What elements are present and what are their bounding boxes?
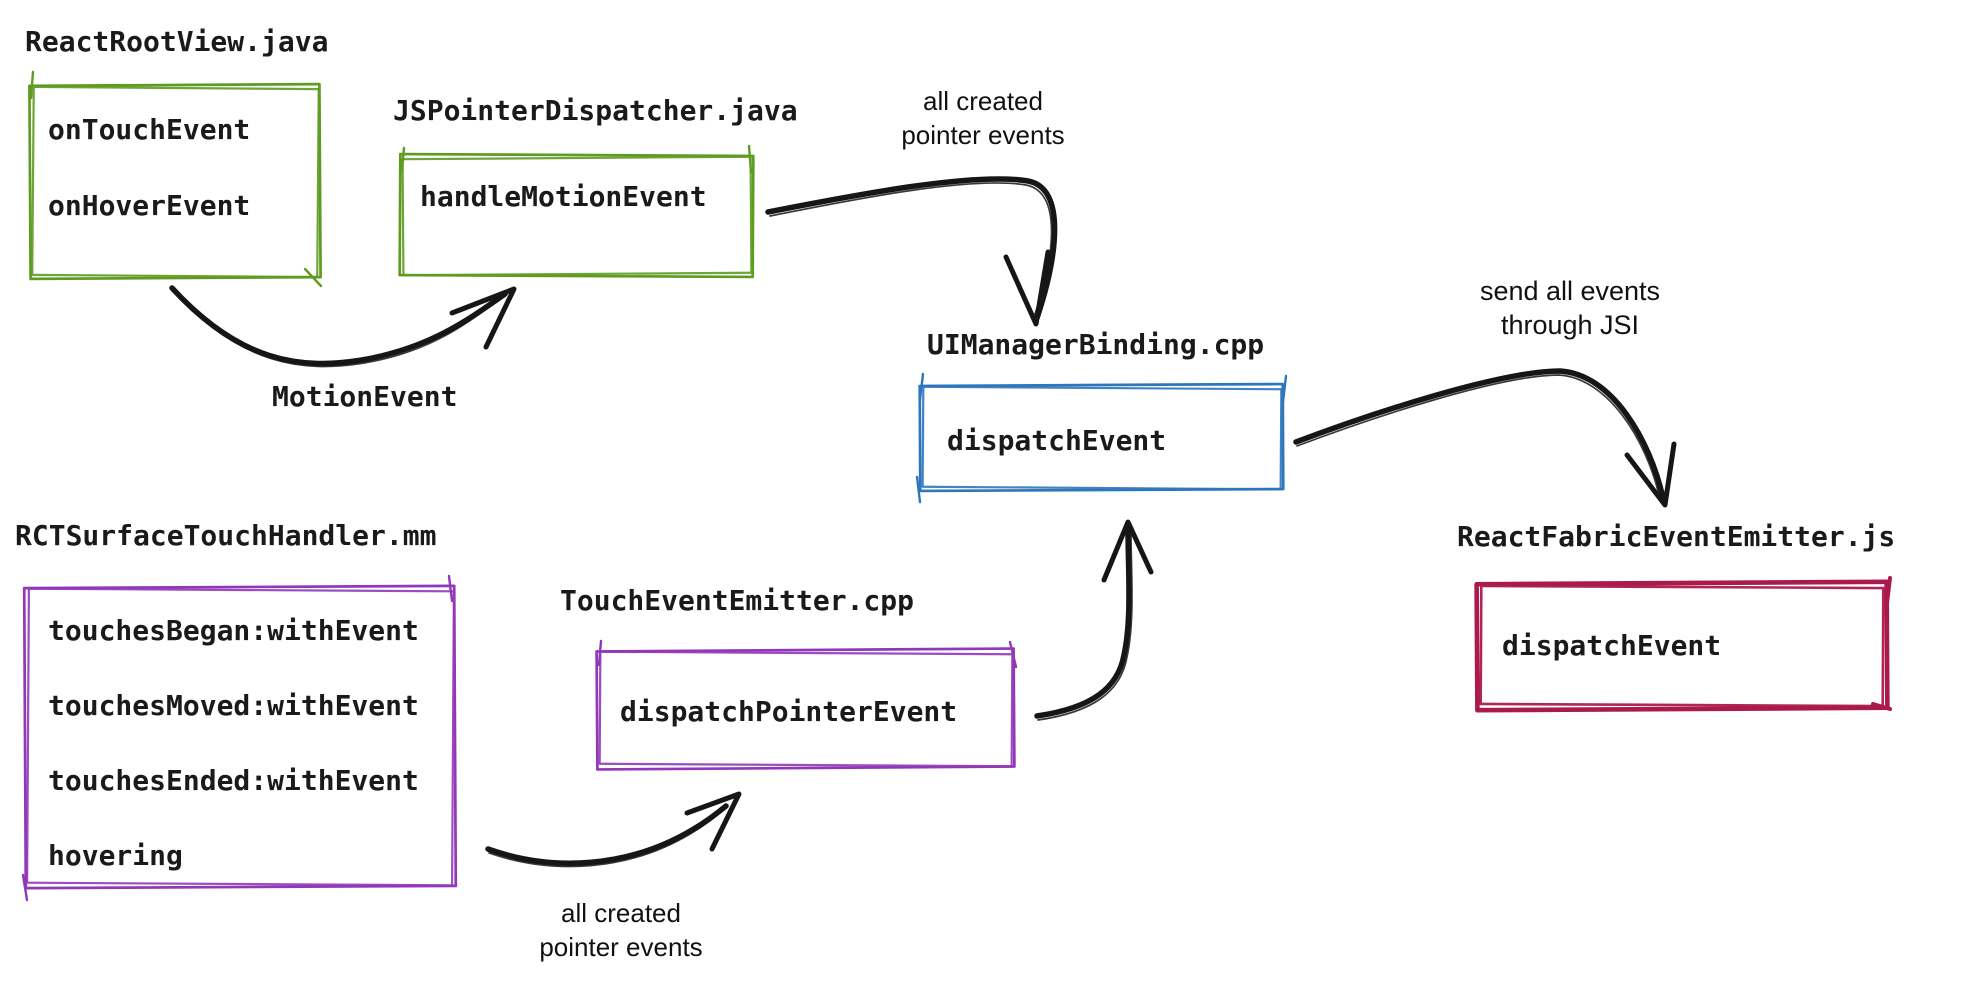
method-label-hovering: hovering xyxy=(48,839,183,872)
edge-label-all-created-top: all created pointer events xyxy=(901,84,1064,152)
method-label-onhoverevent: onHoverEvent xyxy=(48,189,251,222)
method-label-ontouchevent: onTouchEvent xyxy=(48,113,251,146)
module-box-ui-manager-binding xyxy=(915,372,1288,504)
edge-label-line: send all events xyxy=(1479,276,1661,306)
file-title-rct-surface-touch-handler: RCTSurfaceTouchHandler.mm xyxy=(15,519,437,552)
edge-label-line: pointer events xyxy=(901,120,1065,150)
arrow-touchhandler-to-emitter xyxy=(485,791,742,868)
arrow-uimanager-to-fabricemitter xyxy=(1293,368,1677,508)
edge-label-motionevent: MotionEvent xyxy=(272,380,458,413)
module-box-rct-surface-touch-handler xyxy=(21,574,458,902)
arrows-layer xyxy=(169,176,1677,868)
module-box-js-pointer-dispatcher xyxy=(398,144,755,279)
method-label-touchesmoved: touchesMoved:withEvent xyxy=(48,689,419,722)
file-title-ui-manager-binding: UIManagerBinding.cpp xyxy=(927,328,1265,361)
method-label-touchesbegan: touchesBegan:withEvent xyxy=(48,614,419,647)
method-label-dispatchevent-js: dispatchEvent xyxy=(1502,629,1722,662)
module-box-react-root-view xyxy=(28,70,323,288)
arrow-dispatcher-to-uimanager xyxy=(765,176,1058,327)
file-title-react-root-view: ReactRootView.java xyxy=(25,25,329,58)
file-title-react-fabric-event-emitter: ReactFabricEventEmitter.js xyxy=(1457,520,1896,553)
method-label-dispatchevent-cpp: dispatchEvent xyxy=(947,424,1167,457)
file-title-touch-event-emitter: TouchEventEmitter.cpp xyxy=(560,584,915,617)
file-title-js-pointer-dispatcher: JSPointerDispatcher.java xyxy=(393,94,798,127)
edge-label-line: all created xyxy=(561,898,681,928)
edge-label-all-created-bottom: all created pointer events xyxy=(539,896,702,964)
method-label-dispatchpointerevent: dispatchPointerEvent xyxy=(620,695,958,728)
edge-label-line: through JSI xyxy=(1500,310,1640,340)
edge-label-line: pointer events xyxy=(539,932,703,962)
arrow-rootview-to-dispatcher xyxy=(169,285,517,368)
method-label-handlemotionevent: handleMotionEvent xyxy=(420,180,707,213)
edge-label-line: all created xyxy=(923,86,1043,116)
method-label-touchesended: touchesEnded:withEvent xyxy=(48,764,419,797)
module-box-react-fabric-event-emitter xyxy=(1474,576,1892,713)
arrow-emitter-to-uimanager xyxy=(1034,519,1154,721)
edge-label-send-through-jsi: send all events through JSI xyxy=(1480,274,1660,342)
module-box-touch-event-emitter xyxy=(595,639,1018,771)
